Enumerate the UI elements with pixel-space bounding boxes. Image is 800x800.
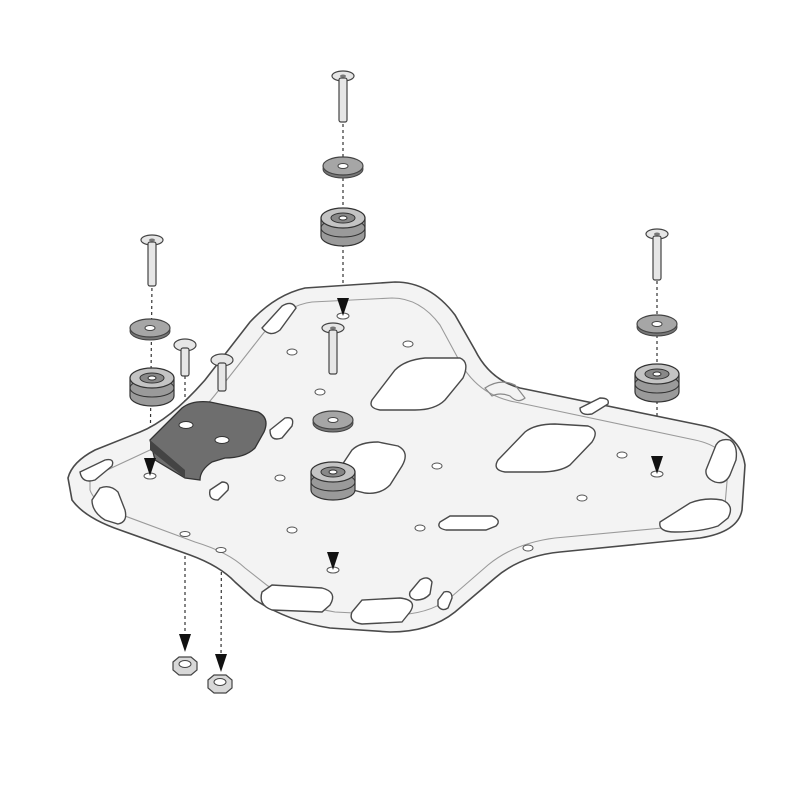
button-head-bolt (210, 353, 234, 392)
bolt (140, 234, 164, 287)
rubber-grommet (320, 207, 366, 247)
arrow-down-icon (215, 654, 227, 672)
top-center-fastener-stack (320, 70, 366, 316)
hex-nut (207, 674, 233, 694)
brand-logo-emboss (484, 381, 526, 402)
washer (312, 410, 354, 433)
rubber-grommet (310, 461, 356, 501)
bracket-bolts (173, 338, 234, 392)
washer (322, 156, 364, 179)
adapter-bracket (149, 400, 267, 481)
bolt (331, 70, 355, 123)
washer (129, 318, 171, 341)
washer (636, 314, 678, 337)
lock-nuts (172, 634, 233, 694)
rubber-grommet (634, 363, 680, 403)
hex-nut (172, 656, 198, 676)
rubber-grommet (129, 367, 175, 407)
bolt (645, 228, 669, 281)
button-head-bolt (173, 338, 197, 377)
arrow-down-icon (179, 634, 191, 652)
